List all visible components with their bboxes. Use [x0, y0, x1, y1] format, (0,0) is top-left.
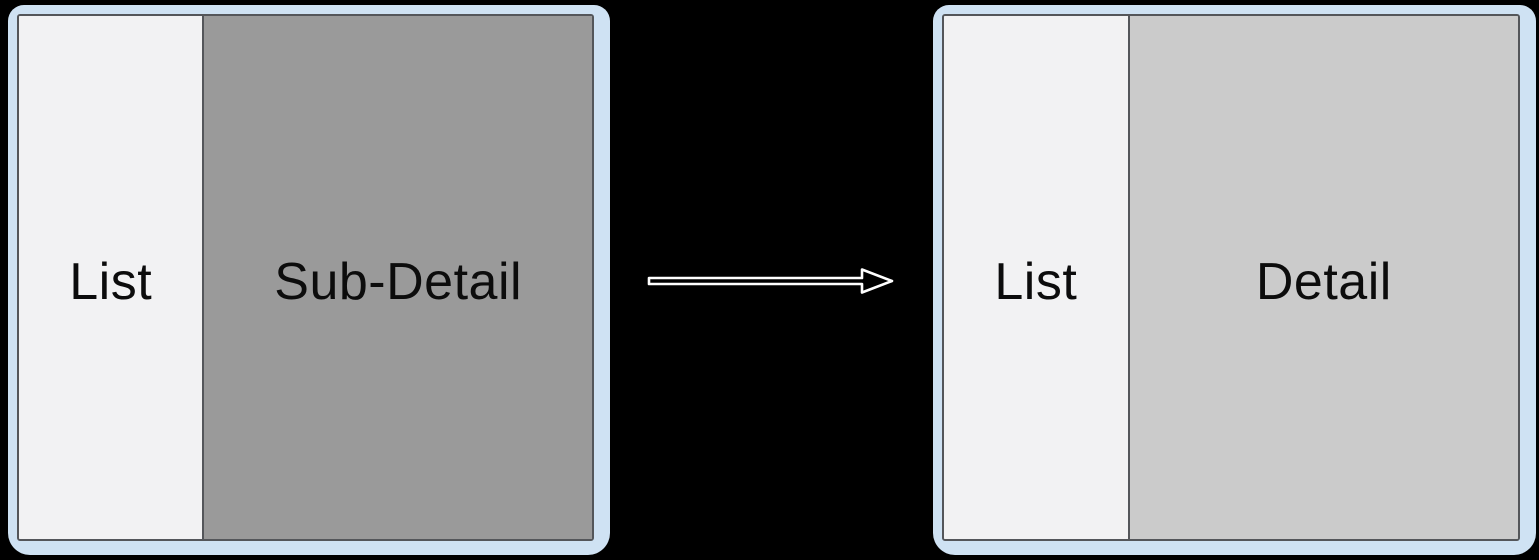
pane-list-after: List — [944, 16, 1128, 539]
pane-detail-label-after: Detail — [1255, 252, 1392, 311]
pane-list-label-after: List — [994, 252, 1078, 311]
pane-list-before: List — [19, 16, 203, 539]
screen-before: List Sub-Detail — [17, 14, 594, 541]
pane-sub-detail-label-before: Sub-Detail — [274, 252, 523, 311]
pane-detail-after: Detail — [1129, 16, 1518, 539]
pane-list-label-before: List — [69, 252, 153, 311]
pane-divider-before — [202, 16, 205, 539]
pane-sub-detail-before: Sub-Detail — [204, 16, 592, 539]
screen-after: List Detail — [942, 14, 1520, 541]
arrow-right-icon — [647, 268, 894, 294]
device-frame-before: List Sub-Detail — [8, 5, 610, 555]
device-frame-after: List Detail — [933, 5, 1536, 555]
pane-divider-after — [1127, 16, 1130, 539]
